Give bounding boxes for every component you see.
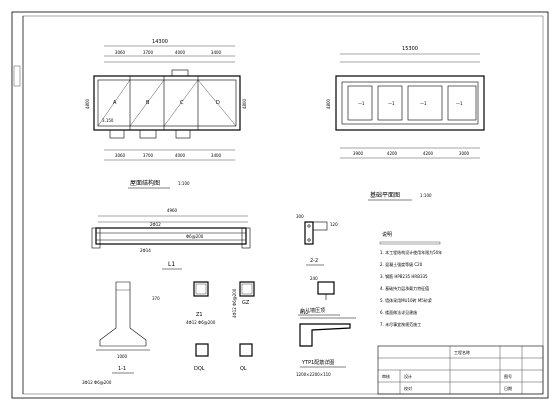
wall-section-note: 3Φ12 Φ6@200: [82, 380, 112, 385]
dql-title: DQL: [194, 366, 205, 372]
ytp1-title: YTP1配筋详图: [301, 359, 334, 366]
dim-label: 3060: [115, 153, 126, 158]
section-2-2-title: 2-2: [310, 258, 318, 264]
foundation-overall-dim: 15300: [402, 46, 418, 52]
dql-detail: DQL: [194, 343, 209, 372]
notes-title: 说明: [382, 231, 392, 238]
wall-section-title: 1-1: [118, 366, 126, 372]
title-block-label: 校对: [404, 385, 412, 391]
design-notes: 说明 1. 本工程结构设计使用年限为50年 2. 混凝土强度等级 C20 3. …: [379, 231, 442, 327]
beam-mark: Φ6@200: [186, 234, 204, 239]
svg-text:M12: M12: [300, 310, 309, 315]
title-block-field: 工程名称: [454, 349, 470, 355]
note-line: 6. 楼面做法详见建施: [380, 309, 417, 315]
outer-frame: [11, 11, 549, 399]
title-block-label: 设计: [404, 373, 412, 379]
note-line: 2. 混凝土强度等级 C20: [380, 261, 423, 267]
dim-label: 3400: [211, 153, 222, 158]
svg-text:一1: 一1: [358, 101, 365, 106]
ytp1-note: 1200×2200×110: [296, 372, 331, 377]
roof-plan-outline: [93, 75, 241, 131]
roof-plan-dims-bottom: 3060 3700 4000 3400: [115, 153, 222, 158]
parapet-detail: 240 女儿墙压顶: [298, 276, 340, 316]
dim-label: 4200: [423, 151, 434, 156]
svg-text:300: 300: [296, 214, 304, 219]
slab-label: A: [113, 100, 117, 106]
slab-label: D: [216, 100, 220, 106]
dim-label: 3700: [143, 153, 154, 158]
title-block-field: 日期: [504, 385, 512, 391]
beam-mark: 2Φ14: [140, 248, 151, 253]
notes-lines: 1. 本工程结构设计使用年限为50年 2. 混凝土强度等级 C20 3. 钢筋 …: [380, 249, 442, 327]
margin-strip: [13, 65, 21, 87]
note-line: 3. 钢筋 HPB235 HRB335: [380, 273, 428, 279]
gz-note: 4Φ12 Φ6@200: [232, 288, 237, 318]
dim-label: 3060: [115, 50, 126, 55]
svg-text:120: 120: [330, 222, 338, 227]
beam-l1-elevation: 4960 2Φ12 Φ6@200 2Φ14 L1: [91, 208, 251, 270]
dim-label: 3900: [353, 151, 364, 156]
inner-frame: [22, 15, 544, 395]
foundation-side-dim: 4800: [326, 98, 331, 109]
gz-title: GZ: [242, 300, 250, 306]
beam-mark: 2Φ12: [150, 222, 161, 227]
note-line: 1. 本工程结构设计使用年限为50年: [380, 249, 442, 255]
note-line: 4. 基础持力层承载力特征值: [380, 285, 429, 291]
beam-label: L1: [168, 261, 175, 268]
section-2-2: 300 120 2-2: [296, 214, 338, 266]
note-line: 7. 未尽事宜按规范施工: [380, 321, 421, 327]
roof-plan-dims-top: 3060 3700 4000 3400: [115, 50, 222, 55]
wall-section-1-1: 1000 370 1-1 3Φ12 Φ6@200: [82, 281, 160, 385]
ytp1-detail: M12 YTP1配筋详图 1200×2200×110: [296, 310, 356, 377]
note-line: 5. 墙体采用MU10砖 M5砂浆: [380, 297, 432, 303]
z1-title: Z1: [196, 312, 203, 318]
column-details: Z1 4Φ12 Φ6@200 GZ 4Φ12 Φ6@200: [186, 281, 255, 325]
title-block-field: 图号: [504, 373, 512, 379]
foundation-plan-scale: 1:100: [420, 193, 432, 198]
dim-label: 4000: [175, 50, 186, 55]
roof-plan: 14300 3060 3700 4000 3400 A B C D 3.: [85, 39, 247, 189]
foundation-dims: 3900 4200 4200 3000: [353, 151, 470, 156]
roof-plan-overall-dim: 14300: [152, 39, 168, 45]
dim-label: 3000: [459, 151, 470, 156]
foundation-outline: [335, 75, 485, 131]
svg-text:一1: 一1: [456, 101, 463, 106]
dim-label: 3400: [211, 50, 222, 55]
slab-elevation: 3.150: [102, 118, 114, 123]
wall-dim: 1000: [117, 354, 128, 359]
title-block-label: 审核: [382, 373, 390, 379]
ql-title: QL: [240, 366, 247, 372]
roof-plan-side-dim-right: 4800: [242, 98, 247, 109]
dim-label: 4200: [387, 151, 398, 156]
slab-label: C: [180, 100, 184, 106]
ql-detail: QL: [239, 343, 253, 372]
svg-text:一1: 一1: [388, 101, 395, 106]
slab-label: B: [146, 100, 150, 106]
wall-dim: 370: [152, 296, 160, 301]
svg-text:一1: 一1: [420, 101, 427, 106]
dim-label: 4000: [175, 153, 186, 158]
roof-plan-side-dim: 4800: [85, 98, 90, 109]
z1-note: 4Φ12 Φ6@200: [186, 320, 216, 325]
beam-overall-dim: 4960: [167, 208, 178, 213]
roof-plan-title: 屋面结构图: [130, 179, 160, 187]
dim-label: 3700: [143, 50, 154, 55]
roof-plan-scale: 1:100: [178, 181, 190, 186]
title-block: 设计 校对 审核 工程名称 图号 日期: [377, 345, 544, 395]
foundation-plan-title: 基础平面图: [370, 191, 400, 199]
foundation-plan: 15300 一1 一1 一1 一1 4800 3900 4200 4200 30…: [326, 46, 485, 201]
svg-text:240: 240: [310, 276, 318, 281]
parapet-title: 女儿墙压顶: [300, 307, 325, 314]
roof-slab-labels: A B C D 3.150: [102, 100, 220, 123]
